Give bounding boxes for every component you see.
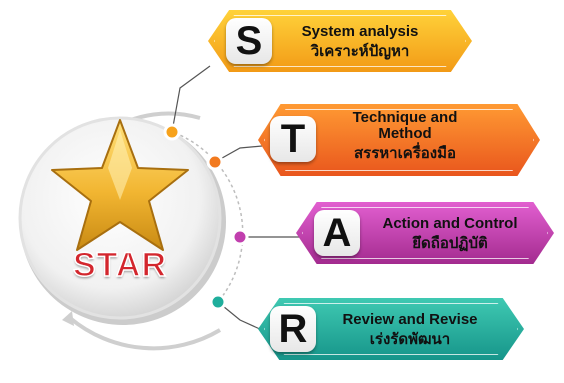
step-title-th-a: ยึดถือปฏิบัติ [412,234,488,252]
cycle-arc-bottom [68,316,222,351]
step-title-en-s: System analysis [301,23,419,40]
connector-lines [171,65,300,331]
star-highlight-icon [108,130,132,200]
step-label-a: Action and Control ยึดถือปฏิบัติ [370,216,530,252]
step-title-th-s: วิเคราะห์ปัญหา [310,42,410,60]
connector-dot-r [209,293,227,311]
connector-dot-t [206,153,224,171]
connector-line-t [214,145,263,163]
connector-dot-s [163,123,181,141]
letter-badge-a: A [314,210,360,256]
step-label-s: System analysis วิเคราะห์ปัญหา [280,24,440,60]
step-label-r: Review and Revise เร่งรัดพัฒนา [330,312,490,348]
letter-badge-s: S [226,18,272,64]
connector-line-s [171,65,211,133]
step-title-th-t: สรรหาเครื่องมือ [353,144,457,162]
letter-badge-r: R [270,306,316,352]
connector-arc [174,132,244,303]
star-logo-text: STAR [72,245,168,285]
connector-line-r [217,301,263,331]
step-title-en-r: Review and Revise [342,311,478,328]
step-title-en-a: Action and Control [382,215,518,232]
connector-dot-a [231,228,249,246]
step-label-t: Technique and Method สรรหาเครื่องมือ [330,110,480,161]
letter-badge-t: T [270,116,316,162]
arrow-head-bottom [62,311,74,326]
step-title-th-r: เร่งรัดพัฒนา [369,330,451,348]
step-title-en-t: Technique and Method [352,109,458,142]
